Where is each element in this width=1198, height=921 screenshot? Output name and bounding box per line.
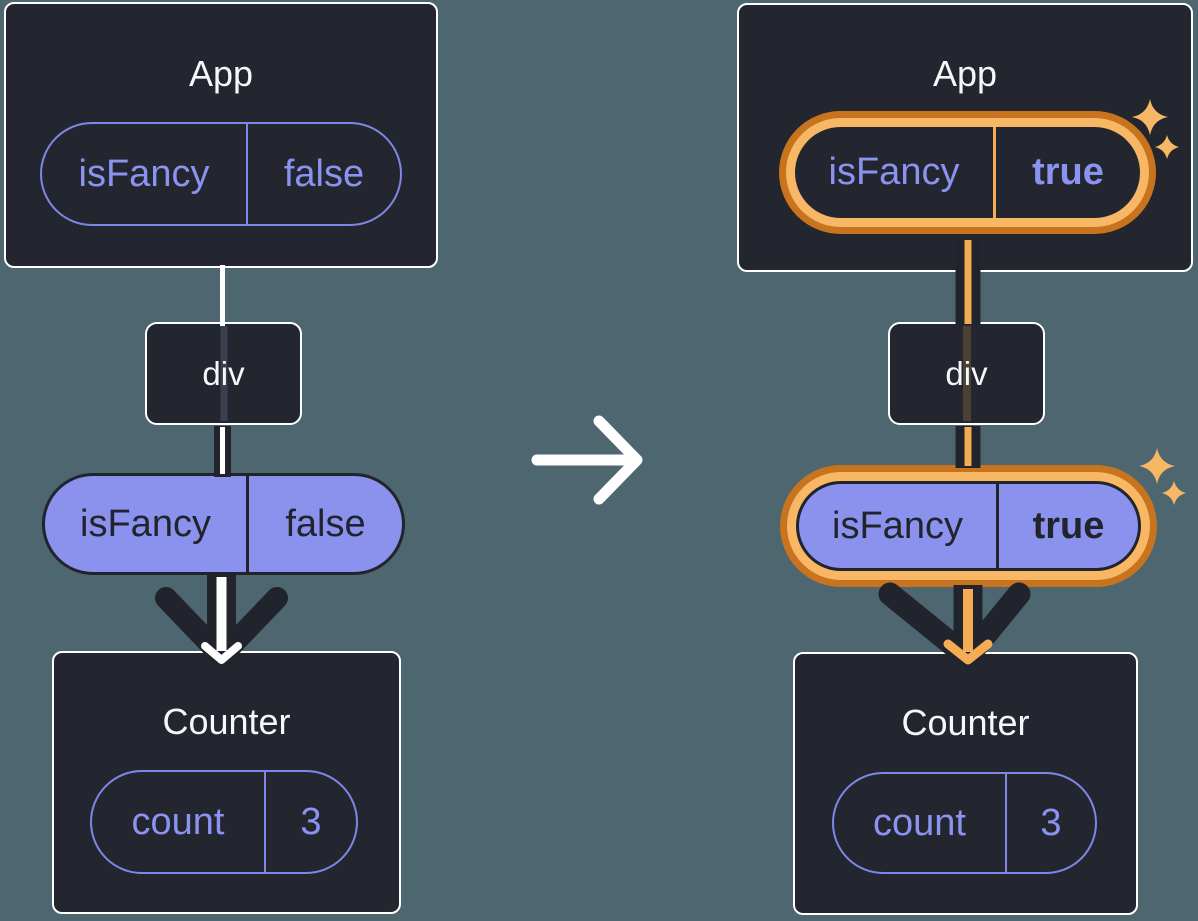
pill-divider: [246, 124, 248, 224]
state-pill-isfancy: isFancy false: [40, 122, 402, 226]
pass-through-line: [962, 326, 971, 421]
pill-name: isFancy: [78, 152, 210, 195]
pill-value: true: [1032, 151, 1104, 193]
app-title: App: [188, 53, 254, 94]
highlight-ring: isFancy true: [779, 111, 1156, 234]
highlight-ring: isFancy true: [780, 465, 1157, 587]
pill-name: count: [131, 800, 225, 843]
pill-name: isFancy: [80, 502, 211, 545]
pill-divider: [264, 772, 266, 872]
pill-name: isFancy: [832, 504, 963, 547]
pill-value: 3: [300, 800, 322, 843]
sparkle-icon: [1139, 448, 1175, 484]
pass-through-line: [220, 326, 227, 421]
chevron-arrow-icon: [878, 582, 1031, 674]
chevron-arrow-icon: [155, 587, 288, 672]
state-pill-isfancy: isFancy true: [795, 127, 1140, 218]
pill-name: isFancy: [828, 151, 960, 193]
arrow-right-icon: [593, 415, 643, 505]
counter-box-before: Counter count 3: [52, 651, 401, 914]
div-box-before: div: [145, 322, 302, 425]
pill-divider: [996, 484, 999, 568]
pill-divider: [246, 476, 249, 572]
prop-pill-isfancy-before: isFancy false: [42, 473, 405, 575]
sparkle-icon: [1162, 481, 1186, 505]
app-box-before: App isFancy false: [4, 2, 438, 268]
prop-pill-isfancy-after: isFancy true: [796, 481, 1141, 571]
div-label: div: [945, 354, 988, 392]
pill-value: true: [1032, 504, 1105, 547]
div-label: div: [202, 354, 245, 392]
app-box-after: App isFancy true: [737, 3, 1193, 272]
pill-value: false: [285, 502, 366, 545]
counter-title: Counter: [162, 701, 291, 742]
pill-name: count: [873, 801, 966, 844]
counter-title: Counter: [901, 702, 1030, 743]
state-pill-count: count 3: [90, 770, 358, 874]
app-title: App: [932, 53, 998, 94]
pill-value: 3: [1040, 801, 1062, 844]
counter-box-after: Counter count 3: [793, 652, 1138, 915]
div-box-after: div: [888, 322, 1045, 425]
pill-divider: [993, 127, 996, 218]
pill-divider: [1005, 774, 1007, 872]
state-pill-count: count 3: [832, 772, 1097, 874]
pill-value: false: [283, 152, 365, 195]
